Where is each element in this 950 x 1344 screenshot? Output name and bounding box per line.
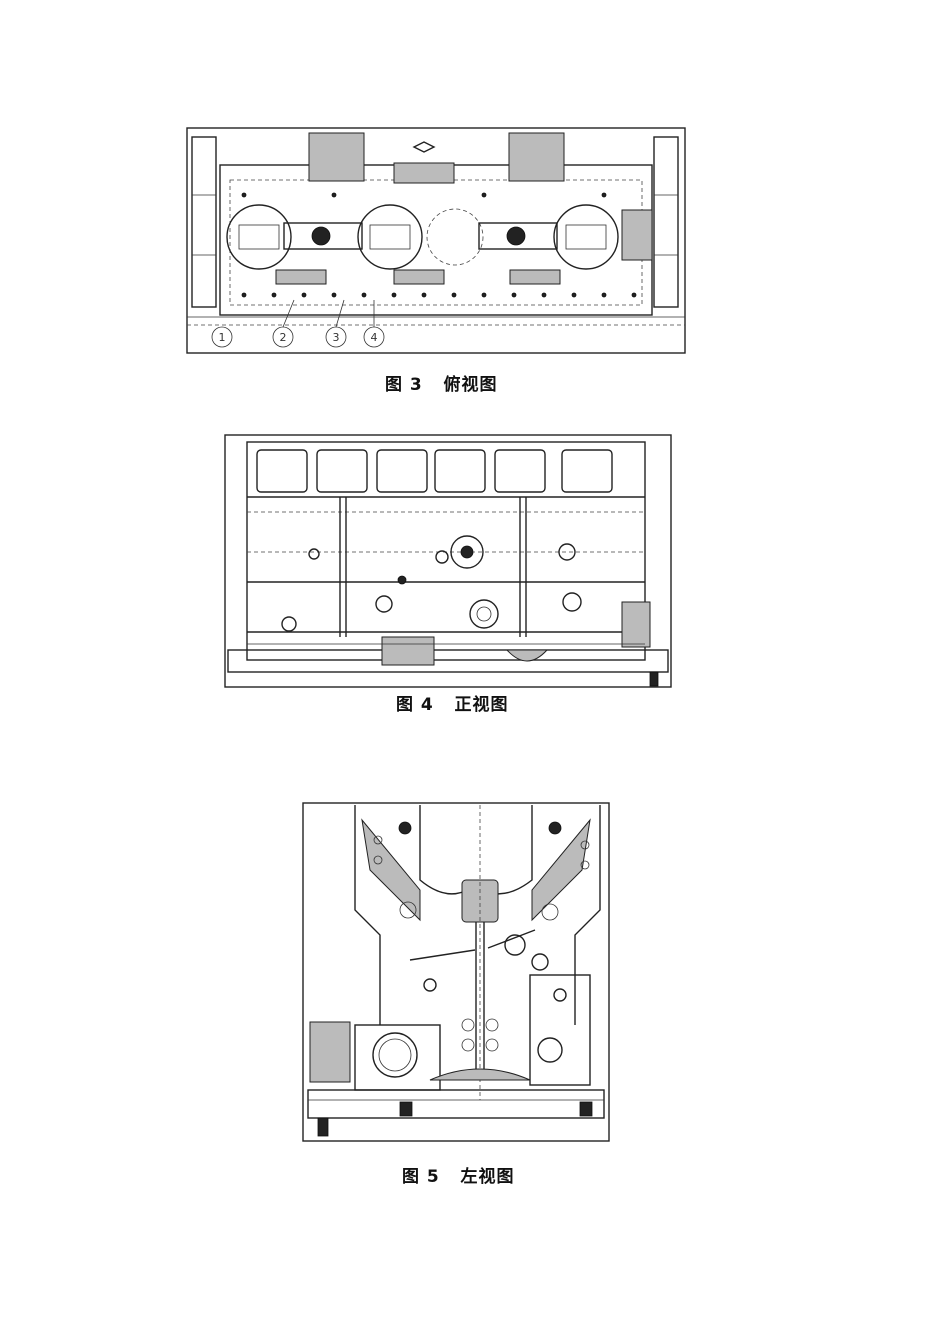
figure-4-front-view-drawing bbox=[222, 432, 674, 690]
reference-balloon-4: 4 bbox=[363, 300, 385, 348]
figure-5-left-view-drawing bbox=[300, 800, 612, 1145]
svg-text:2: 2 bbox=[280, 331, 287, 344]
figure-3-top-view-drawing: 1 2 3 4 bbox=[184, 125, 689, 357]
figure-3-caption: 图 3 俯视图 bbox=[385, 375, 498, 395]
figure-4-caption: 图 4 正视图 bbox=[396, 695, 509, 715]
svg-text:4: 4 bbox=[371, 331, 378, 344]
reference-balloon-3: 3 bbox=[325, 299, 347, 348]
svg-text:1: 1 bbox=[219, 331, 226, 344]
figure-5-caption: 图 5 左视图 bbox=[402, 1167, 515, 1187]
reference-balloon-2: 2 bbox=[272, 299, 295, 348]
reference-balloon-1: 1 bbox=[211, 326, 233, 348]
svg-text:3: 3 bbox=[333, 331, 340, 344]
